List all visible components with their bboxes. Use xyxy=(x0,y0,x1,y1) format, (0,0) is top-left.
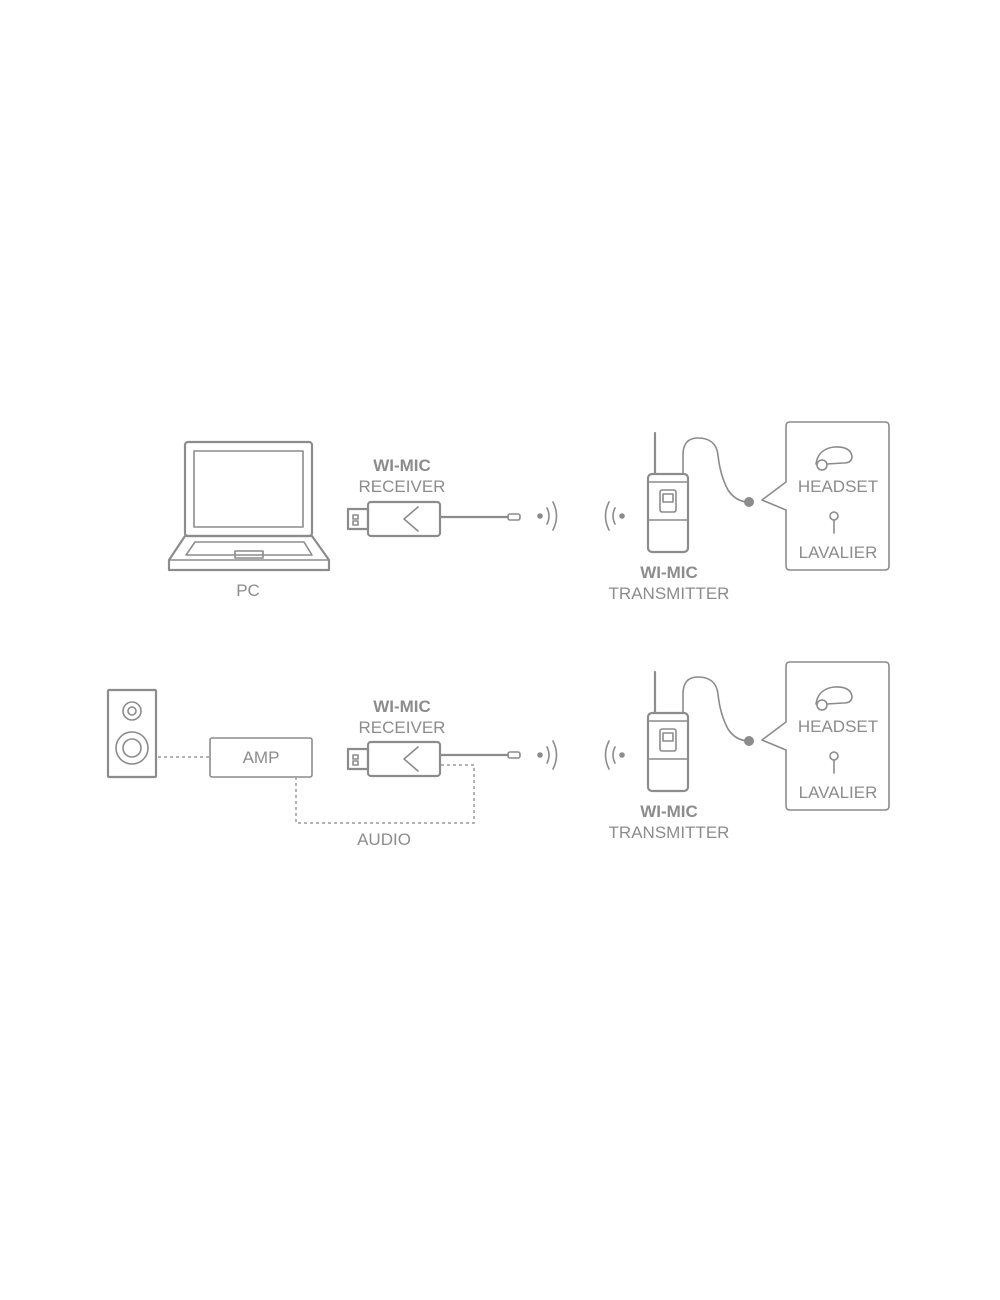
headset-icon xyxy=(815,446,853,471)
receiver-title: WI-MIC xyxy=(373,697,431,716)
wireless-signal-out-icon xyxy=(537,740,558,770)
usb-receiver-icon xyxy=(346,500,521,538)
wireless-signal-in-icon xyxy=(604,501,625,531)
headset-label: HEADSET xyxy=(798,717,878,736)
transmitter-subtitle: TRANSMITTER xyxy=(609,823,730,842)
receiver-subtitle: RECEIVER xyxy=(359,477,446,496)
receiver-subtitle: RECEIVER xyxy=(359,718,446,737)
audio-connection xyxy=(295,764,475,824)
lavalier-icon xyxy=(829,751,839,774)
transmitter-subtitle: TRANSMITTER xyxy=(609,584,730,603)
lavalier-label: LAVALIER xyxy=(799,543,878,562)
row-pc-setup: PC WI-MIC RECEIVER xyxy=(167,421,890,603)
bodypack-transmitter-icon xyxy=(646,670,754,793)
laptop-icon xyxy=(167,440,331,572)
receiver-title: WI-MIC xyxy=(373,456,431,475)
headset-label: HEADSET xyxy=(798,477,878,496)
headset-icon xyxy=(815,686,853,711)
lavalier-label: LAVALIER xyxy=(799,783,878,802)
audio-label: AUDIO xyxy=(357,830,411,849)
transmitter-title: WI-MIC xyxy=(640,563,698,582)
row-amp-setup: AMP AUDIO WI-MIC RECEIVER xyxy=(106,661,890,849)
mic-options-callout: HEADSET LAVALIER xyxy=(761,421,890,571)
pc-label: PC xyxy=(236,581,260,600)
mic-options-callout: HEADSET LAVALIER xyxy=(761,661,890,811)
wireless-signal-out-icon xyxy=(537,501,558,531)
amp-label: AMP xyxy=(243,748,280,767)
amp-box xyxy=(209,737,313,778)
speaker-icon xyxy=(106,688,158,779)
transmitter-title: WI-MIC xyxy=(640,802,698,821)
wireless-signal-in-icon xyxy=(604,740,625,770)
usb-receiver-icon xyxy=(346,740,521,778)
bodypack-transmitter-icon xyxy=(646,431,754,554)
lavalier-icon xyxy=(829,511,839,534)
